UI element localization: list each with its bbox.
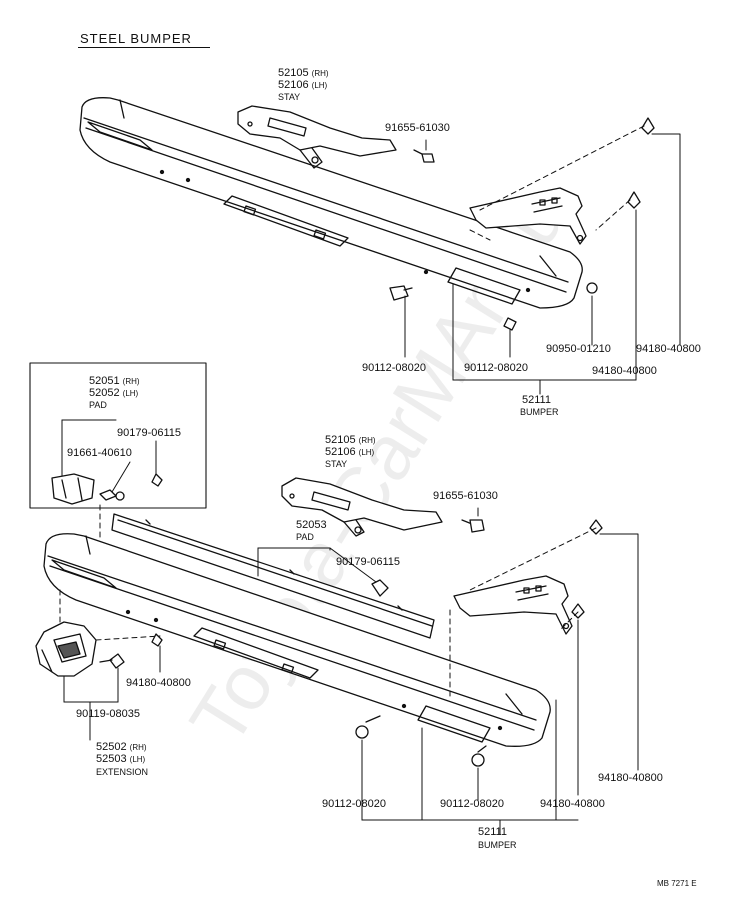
lower-pad-strip — [111, 513, 435, 639]
page-title: STEEL BUMPER — [80, 31, 192, 46]
upper-clip-label: 90950-01210 — [546, 343, 611, 355]
upper-bolt — [413, 149, 435, 163]
inset-pad-rh-label: 52051 (RH) — [89, 375, 140, 387]
upper-bumper-name: BUMPER — [520, 407, 559, 417]
upper-stay-name: STAY — [278, 92, 301, 102]
lower-bumper-name: BUMPER — [478, 840, 517, 850]
upper-hardware — [389, 117, 655, 331]
upper-bolt-a-label: 90112-08020 — [362, 362, 427, 374]
lower-stay-lh-label: 52106 (LH) — [325, 446, 375, 458]
lower-nut-c-label: 94180-40800 — [540, 798, 605, 810]
lower-nut-left-label: 94180-40800 — [126, 677, 191, 689]
lower-bolt-label: 91655-61030 — [433, 490, 498, 502]
lower-nut-right-label: 94180-40800 — [598, 772, 663, 784]
lower-pad-clip — [371, 579, 389, 597]
lower-dashed-guides — [59, 527, 597, 701]
lower-bumper-no: 52111 — [478, 826, 507, 838]
diagram-code: MB 7271 E — [657, 879, 697, 888]
lower-hardware — [99, 519, 603, 767]
upper-bumper-bar — [79, 97, 583, 309]
upper-bolt-b-label: 90112-08020 — [464, 362, 529, 374]
upper-stay-rh-label: 52105 (RH) — [278, 67, 329, 79]
upper-stay-right — [469, 187, 587, 245]
upper-nut-a-label: 94180-40800 — [636, 343, 701, 355]
inset-pad-name: PAD — [89, 400, 107, 410]
lower-stay-left — [281, 477, 443, 537]
inset-pad — [51, 473, 163, 505]
inset-leader-lines — [61, 419, 157, 493]
upper-leader-lines — [404, 133, 681, 395]
upper-bumper-no: 52111 — [522, 394, 551, 406]
upper-stay-left — [237, 105, 397, 169]
lower-stay-rh-label: 52105 (RH) — [325, 434, 376, 446]
upper-dashed-guides — [469, 125, 645, 241]
lower-extension — [35, 621, 97, 677]
upper-nut-b-label: 94180-40800 — [592, 365, 657, 377]
lower-ext-bolt-label: 90119-08035 — [76, 708, 141, 720]
lower-bumper-bar — [43, 533, 551, 747]
lower-pad-no: 52053 — [296, 519, 327, 531]
inset-pad-lh-label: 52052 (LH) — [89, 387, 139, 399]
lower-bolt-b-label: 90112-08020 — [440, 798, 505, 810]
lower-stay-name: STAY — [325, 459, 348, 469]
inset-screw-label: 91661-40610 — [67, 447, 132, 459]
upper-stay-lh-label: 52106 (LH) — [278, 79, 328, 91]
lower-leader-lines — [63, 507, 639, 835]
lower-pad-name: PAD — [296, 532, 314, 542]
pad-inset-frame — [29, 362, 207, 509]
lower-stay-right — [453, 575, 573, 635]
upper-bolt-label: 91655-61030 — [385, 122, 450, 134]
lower-ext-rh-label: 52502 (RH) — [96, 741, 147, 753]
lower-ext-name: EXTENSION — [96, 767, 149, 777]
lower-bolt — [461, 519, 485, 533]
title-underline — [78, 47, 210, 48]
lower-pad-clip-label: 90179-06115 — [336, 556, 401, 568]
inset-clip-label: 90179-06115 — [117, 427, 182, 439]
lower-bolt-a-label: 90112-08020 — [322, 798, 387, 810]
lower-ext-lh-label: 52503 (LH) — [96, 753, 146, 765]
